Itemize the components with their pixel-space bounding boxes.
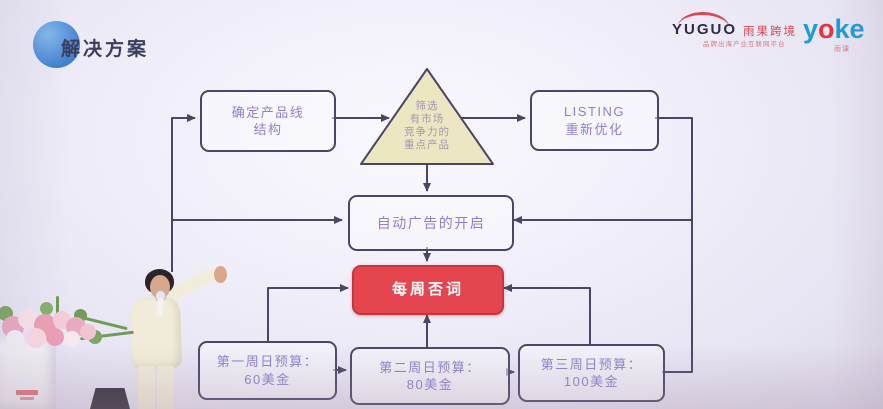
presenter-leg: [157, 366, 174, 409]
yuguo-logo: YUGUO 雨果跨境 品牌出海产业互联网平台: [670, 11, 880, 48]
node-week1-text-2: 60美金: [244, 371, 291, 387]
connector-week3-to-weekly-negative: [503, 284, 591, 344]
yuguo-tagline: 品牌出海产业互联网平台: [703, 41, 786, 48]
yoke-logo: yoke 雨课: [803, 14, 878, 60]
node-product-line-text-2: 结构: [253, 122, 283, 137]
triangle-text-3: 竞争力的: [404, 126, 450, 138]
flower: [46, 328, 64, 346]
flower: [26, 328, 46, 348]
node-screening-triangle: 筛选 有市场 竞争力的 重点产品: [358, 67, 496, 167]
slide-title: 解决方案: [61, 39, 150, 60]
node-auto-ads: 自动广告的开启: [348, 195, 514, 251]
yuguo-cn-name: 雨果跨境: [743, 26, 797, 38]
node-auto-ads-text: 自动广告的开启: [376, 214, 486, 231]
yoke-letters-ke: ke: [834, 14, 865, 44]
presenter-leg: [138, 366, 155, 409]
node-listing-text-2: 重新优化: [565, 121, 624, 137]
yoke-cn-name: 雨课: [834, 46, 850, 53]
presenter-raised-arm: [166, 266, 219, 303]
connector-week1-to-weekly-negative: [267, 284, 349, 341]
stage-monitor: [90, 388, 130, 409]
podium-logo: [20, 397, 34, 400]
node-week1-budget: 第一周日预算： 60美金: [198, 341, 337, 400]
node-week3-text-2: 100美金: [563, 374, 620, 389]
triangle-text-1: 筛选: [415, 100, 439, 112]
flower-arrangement: [0, 296, 170, 355]
podium-logo: [16, 390, 38, 395]
flower-sprig: [56, 296, 59, 314]
flower-leaf: [40, 302, 53, 315]
presenter-hand: [214, 266, 227, 283]
node-weekly-negative-text: 每周否词: [391, 281, 464, 299]
node-weekly-negative: 每周否词: [352, 265, 504, 315]
presenter: [126, 262, 244, 409]
flower: [18, 309, 38, 329]
node-listing: LISTING 重新优化: [530, 90, 659, 151]
node-week2-text-2: 80美金: [406, 377, 454, 392]
triangle-text-4: 重点产品: [404, 139, 450, 151]
flower: [64, 331, 80, 347]
yuguo-wordmark: YUGUO: [672, 21, 738, 38]
node-product-line: 确定产品线 结构: [200, 90, 336, 152]
flower: [80, 324, 96, 340]
node-week2-budget: 第二周日预算： 80美金: [350, 347, 510, 405]
yoke-letter-y: y: [803, 14, 819, 44]
node-product-line-text-1: 确定产品线: [231, 104, 305, 120]
connector-left-rail-to-product-line: [171, 114, 196, 272]
node-listing-text-1: LISTING: [563, 104, 626, 120]
node-week1-text-1: 第一周日预算：: [216, 354, 319, 370]
node-week3-text-1: 第三周日预算：: [540, 356, 643, 372]
triangle-shape: [360, 68, 494, 165]
triangle-text-2: 有市场: [409, 113, 445, 125]
flower: [6, 330, 24, 348]
node-week2-text-1: 第二周日预算：: [379, 359, 481, 375]
yoke-o-mark-icon: o: [818, 14, 835, 44]
connector-right-rail: [655, 117, 693, 373]
title-accent-circle-icon: [33, 21, 80, 68]
node-screening-triangle-text: 筛选 有市场 竞争力的 重点产品: [358, 100, 496, 152]
podium: [0, 338, 56, 409]
node-week3-budget: 第三周日预算： 100美金: [518, 344, 665, 402]
